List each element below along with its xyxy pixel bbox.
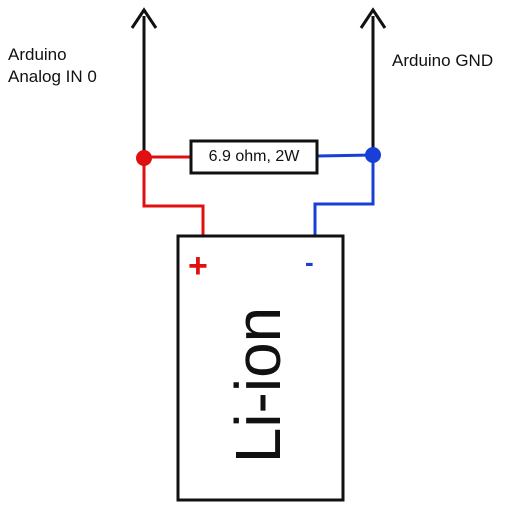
positive-junction-dot — [136, 150, 152, 166]
battery-minus-terminal: - — [305, 247, 314, 277]
resistor-label: 6.9 ohm, 2W — [208, 148, 300, 165]
analog-in-label-line1: Arduino — [8, 45, 67, 64]
negative-wire — [313, 155, 375, 236]
gnd-label: Arduino GND — [392, 51, 494, 70]
resistor-body — [189, 139, 319, 175]
analog-in-arrowhead — [130, 7, 158, 29]
battery-plus-terminal: + — [188, 247, 208, 285]
negative-junction-dot — [365, 147, 381, 163]
battery-body — [176, 234, 345, 502]
analog-in-label-line2: Analog IN 0 — [8, 67, 97, 86]
gnd-arrowhead — [359, 7, 387, 29]
battery-label: Li-ion — [222, 306, 294, 464]
positive-wire — [142, 158, 205, 236]
resistor-lead-right — [316, 153, 374, 158]
